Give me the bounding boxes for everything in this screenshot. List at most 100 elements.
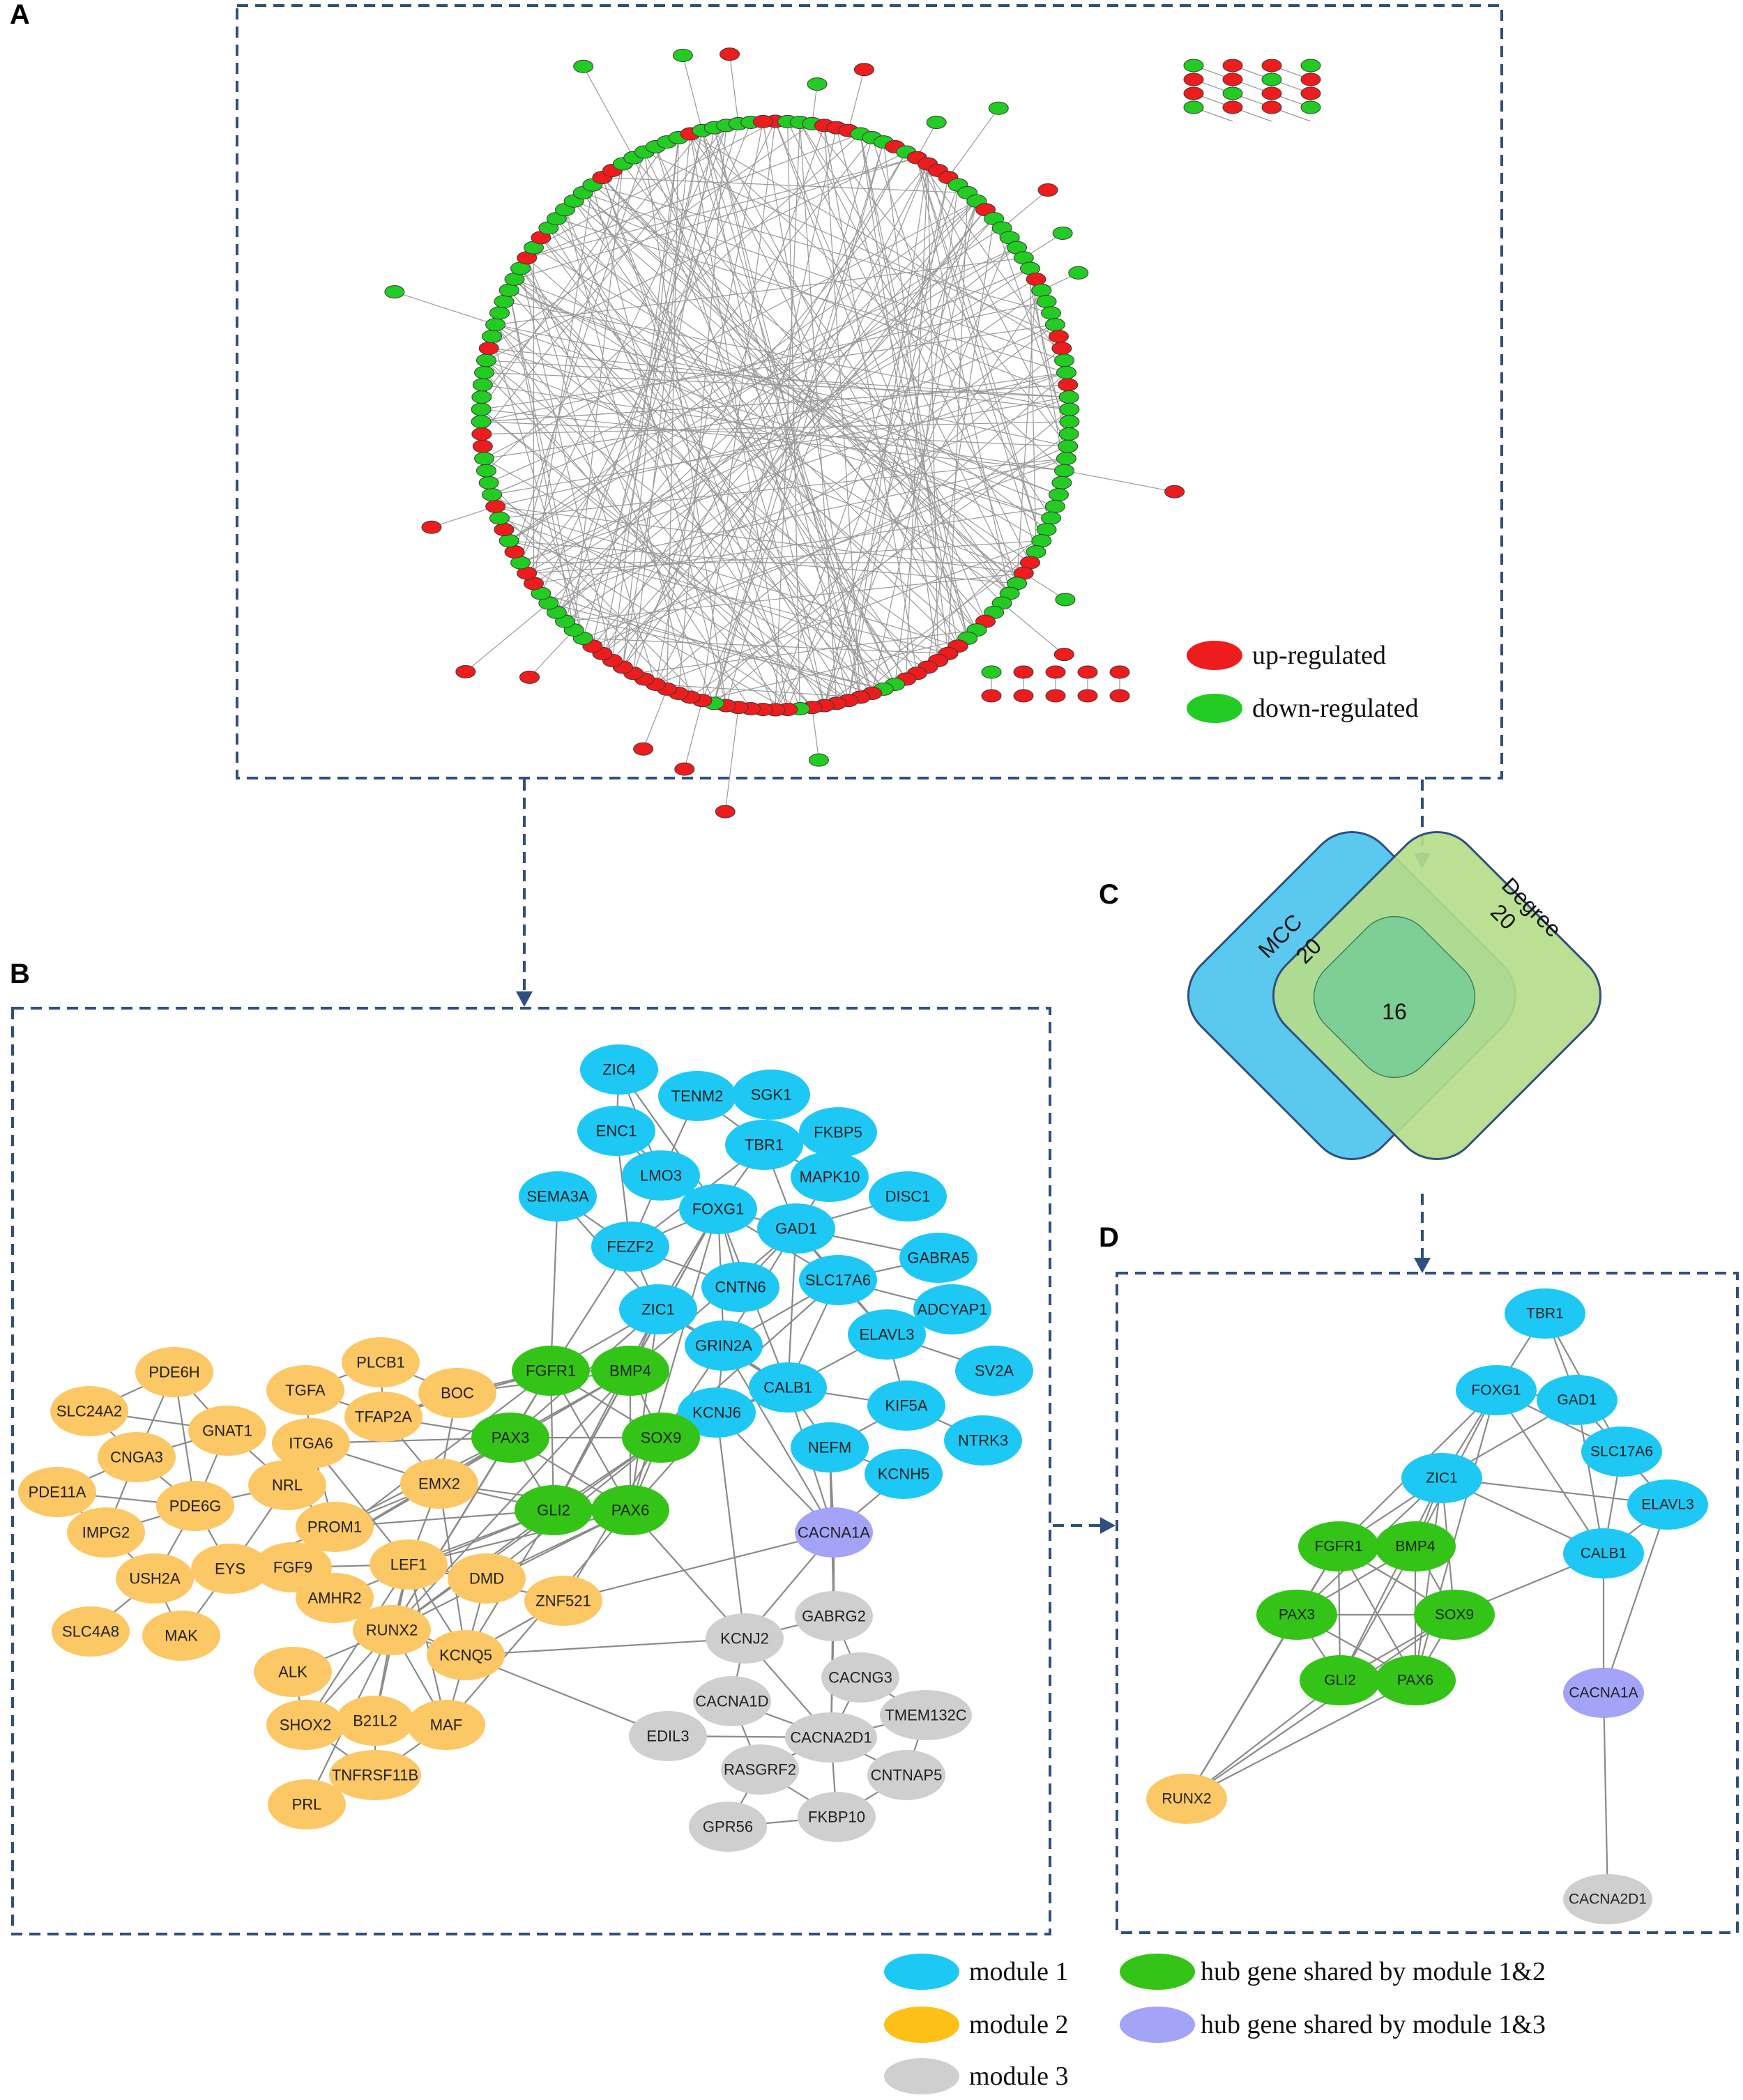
gene-node [1300, 86, 1321, 100]
gene-node-label: TENM2 [671, 1088, 724, 1105]
hub-node-shape [1563, 1874, 1652, 1924]
gene-node [1164, 485, 1185, 499]
gene-node [1058, 378, 1079, 392]
panel-label-c: C [1099, 879, 1119, 910]
gene-node [1300, 73, 1321, 86]
gene-node-zic4: ZIC4 [580, 1044, 658, 1095]
gene-node-shape [296, 1573, 374, 1623]
gene-node [1261, 86, 1282, 100]
gene-node-label: B21L2 [353, 1712, 397, 1730]
gene-node-pax6: PAX6 [591, 1485, 669, 1535]
gene-node-prl: PRL [268, 1779, 346, 1829]
gene-node-shape [732, 1070, 810, 1120]
hub-node-shape [1256, 1590, 1337, 1640]
gene-node-label: KCNJ6 [692, 1404, 741, 1422]
hub-node-label: ZIC1 [1426, 1470, 1458, 1486]
gene-node [384, 285, 405, 299]
hub-node-zic1: ZIC1 [1401, 1453, 1482, 1503]
gene-node-sv2a: SV2A [955, 1346, 1033, 1396]
gene-node-label: FGF9 [273, 1559, 312, 1576]
arrow-a-to-b-head [516, 991, 533, 1007]
gene-node-shape [678, 1387, 756, 1438]
gene-node-elavl3: ELAVL3 [848, 1309, 926, 1360]
gene-node-label: SHOX2 [280, 1717, 332, 1734]
gene-node [1041, 511, 1062, 525]
gene-node-label: CNTNAP5 [871, 1767, 943, 1784]
gene-node-ntrk3: NTRK3 [944, 1415, 1022, 1466]
hub-node-tbr1: TBR1 [1505, 1288, 1585, 1339]
panel-a-legend: up-regulated down-regulated [1187, 641, 1418, 723]
gene-node-shape [899, 1233, 977, 1283]
hub-node-label: CACNA2D1 [1569, 1892, 1647, 1908]
gene-node-shape [577, 1106, 655, 1156]
gene-node-shape [685, 1321, 763, 1371]
gene-node [1031, 283, 1052, 297]
module2-label: module 2 [969, 2010, 1068, 2039]
gene-node-label: PDE6H [149, 1364, 199, 1381]
gene-node [1056, 365, 1076, 379]
gene-node-shape [798, 1792, 876, 1842]
gene-node-label: CACNA1A [798, 1524, 870, 1542]
hub-node-label: FOXG1 [1471, 1383, 1521, 1399]
gene-node-shape [344, 1392, 423, 1442]
gene-node-shape [400, 1459, 478, 1509]
gene-node-bmp4: BMP4 [591, 1346, 669, 1396]
gene-node-sema3a: SEMA3A [519, 1171, 597, 1222]
panel-label-a: A [10, 0, 30, 30]
gene-node-label: GABRG2 [802, 1608, 866, 1625]
gene-node-shape [721, 1744, 799, 1795]
gene-node-label: FGFR1 [526, 1362, 576, 1380]
gene-node-shape [622, 1150, 700, 1201]
gene-node-gli2: GLI2 [515, 1485, 593, 1535]
hub-node-shape [1375, 1655, 1456, 1705]
gene-node [1056, 452, 1076, 466]
gene-node-znf521: ZNF521 [524, 1576, 602, 1626]
gene-node [1052, 226, 1073, 240]
gene-node-shape [706, 1613, 784, 1664]
panel-label-b: B [10, 959, 30, 989]
gene-node-label: MAPK10 [800, 1169, 860, 1186]
gene-node-label: KCNQ5 [439, 1647, 492, 1664]
gene-node [1053, 648, 1074, 662]
hub-node-shape [1627, 1479, 1708, 1530]
hub-node-label: SOX9 [1435, 1607, 1474, 1623]
gene-node-impg2: IMPG2 [67, 1507, 145, 1558]
gene-node-nrl: NRL [248, 1460, 326, 1510]
gene-node-shape [679, 1184, 757, 1234]
gene-node-label: ITGA6 [289, 1435, 333, 1452]
gene-node-enc1: ENC1 [577, 1106, 655, 1156]
gene-node-tgfa: TGFA [266, 1365, 344, 1415]
gene-node [485, 499, 506, 513]
gene-node [1048, 330, 1069, 344]
gene-node-label: ALK [278, 1664, 307, 1681]
gene-node-kcnj2: KCNJ2 [706, 1613, 784, 1664]
gene-node [474, 365, 495, 379]
gene-node-shape [619, 1284, 697, 1334]
gene-node [1031, 534, 1052, 548]
up-regulated-swatch [1187, 641, 1242, 670]
gene-node-shape [266, 1365, 344, 1415]
gene-node-fgfr1: FGFR1 [512, 1346, 590, 1396]
gene-node-label: ZIC4 [602, 1061, 636, 1079]
gene-node-runx2: RUNX2 [353, 1605, 431, 1655]
gene-node-shape [156, 1481, 234, 1531]
gene-node [1054, 464, 1075, 478]
gene-node-shape [52, 1606, 130, 1657]
gene-node-cnga3: CNGA3 [98, 1432, 176, 1482]
gene-node-label: KCNJ2 [720, 1630, 769, 1648]
hub-node-label: PAX3 [1279, 1607, 1315, 1623]
gene-node-shape [268, 1779, 346, 1829]
gene-node [808, 753, 829, 767]
hub-node-shape [1298, 1521, 1379, 1572]
module2-swatch [884, 2007, 959, 2043]
gene-node-shape [407, 1700, 485, 1750]
gene-node-slc17a6: SLC17A6 [799, 1255, 877, 1305]
gene-node [485, 318, 506, 332]
gene-node-shape [272, 1418, 350, 1468]
gene-node-label: BMP4 [609, 1362, 651, 1380]
gene-node-label: TNFRSF11B [332, 1767, 418, 1784]
gene-node [1077, 665, 1098, 679]
gene-node-alk: ALK [254, 1647, 332, 1697]
gene-node [489, 306, 510, 320]
